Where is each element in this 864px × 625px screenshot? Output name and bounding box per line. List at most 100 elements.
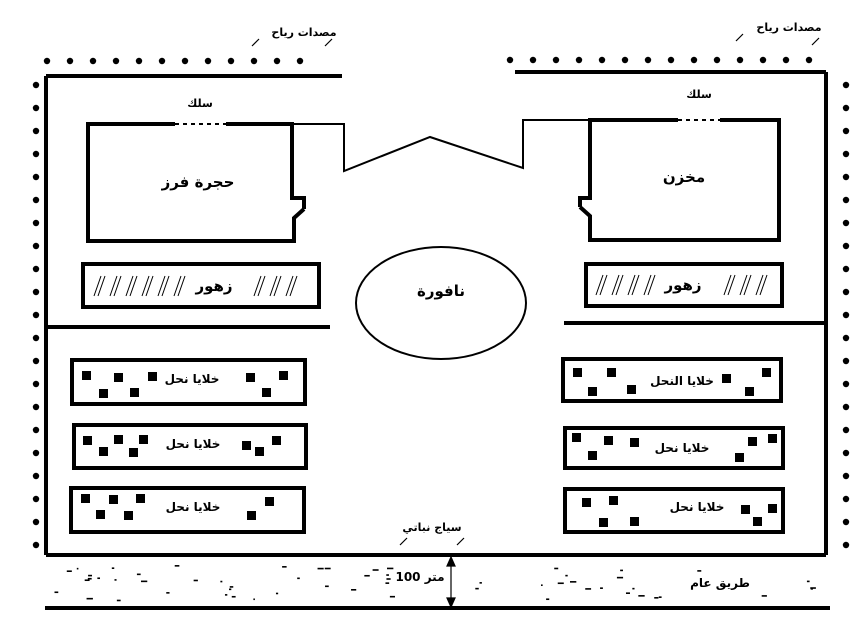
hatch-stroke xyxy=(631,274,640,296)
gravel-speck xyxy=(84,579,90,582)
tree-dot xyxy=(112,57,120,65)
hive-square xyxy=(242,441,251,450)
public-road-label: طريق عام xyxy=(690,576,750,591)
gravel-speck xyxy=(66,570,72,573)
tree-dot xyxy=(842,495,850,503)
hive-square xyxy=(129,448,138,457)
store-label: مخزن xyxy=(663,168,705,186)
hive-square xyxy=(627,385,636,394)
hive-square xyxy=(607,368,616,377)
gravel-speck xyxy=(87,577,92,580)
hatch-stroke xyxy=(257,275,266,297)
hatch-stroke xyxy=(253,275,262,297)
flower-bed-left: زهور xyxy=(81,262,321,309)
gravel-speck xyxy=(557,582,564,585)
windbreak-leaders xyxy=(251,33,820,47)
gravel-speck xyxy=(654,597,659,599)
gravel-speck xyxy=(174,565,180,567)
hive-square xyxy=(748,437,757,446)
hive-square xyxy=(609,496,618,505)
tree-dot xyxy=(842,426,850,434)
hive-r1-label: خلايا النحل xyxy=(650,374,714,388)
tree-dot xyxy=(842,357,850,365)
hive-square xyxy=(572,433,581,442)
flower-hatching-left xyxy=(93,275,298,297)
hive-square xyxy=(279,371,288,380)
tree-dot xyxy=(32,173,40,181)
hive-square xyxy=(130,388,139,397)
hive-square xyxy=(139,435,148,444)
enclosure-wall xyxy=(44,70,828,557)
beehive-beds xyxy=(69,357,785,534)
gravel-speck xyxy=(620,569,623,572)
gravel-speck xyxy=(76,567,79,570)
fountain-ellipse xyxy=(355,246,527,360)
tree-dot xyxy=(89,57,97,65)
hive-square xyxy=(735,453,744,462)
gravel-speck xyxy=(364,574,370,577)
gravel-speck xyxy=(810,587,816,589)
tree-dot xyxy=(842,380,850,388)
beehive-squares xyxy=(81,368,777,527)
gravel-speck xyxy=(114,579,117,581)
wire-left-label: سلك xyxy=(187,97,213,110)
hatch-stroke xyxy=(289,275,298,297)
tree-dot xyxy=(842,219,850,227)
tree-dot xyxy=(842,265,850,273)
tree-dot xyxy=(227,57,235,65)
gravel-speck xyxy=(625,592,630,594)
hatch-stroke xyxy=(269,275,278,297)
hive-l3-label: خلايا نحل xyxy=(166,500,221,514)
hive-square xyxy=(114,435,123,444)
hatch-stroke xyxy=(595,274,604,296)
tree-dot xyxy=(32,518,40,526)
fountain-label: نافورة xyxy=(417,282,465,300)
tree-dot xyxy=(32,495,40,503)
gravel-speck xyxy=(231,595,236,598)
hatch-stroke xyxy=(157,275,166,297)
tree-dot xyxy=(66,57,74,65)
gravel-speck xyxy=(638,595,645,597)
gravel-speck xyxy=(324,567,331,570)
tree-dot xyxy=(736,56,744,64)
hive-square xyxy=(246,373,255,382)
hive-square xyxy=(582,498,591,507)
tree-dot xyxy=(250,57,258,65)
tree-dot xyxy=(842,127,850,135)
hive-square xyxy=(741,505,750,514)
gravel-speck xyxy=(282,566,287,568)
gravel-speck xyxy=(136,573,141,576)
tree-dot xyxy=(32,104,40,112)
hive-square xyxy=(588,451,597,460)
hatch-stroke xyxy=(647,274,656,296)
tree-dot xyxy=(842,403,850,411)
tree-dot xyxy=(32,150,40,158)
tree-dot xyxy=(32,380,40,388)
hive-l2-label: خلايا نحل xyxy=(166,437,221,451)
gravel-speck xyxy=(253,598,255,601)
hatch-stroke xyxy=(611,274,620,296)
hatch-stroke xyxy=(285,275,294,297)
hive-bed-r1 xyxy=(561,357,783,403)
hatch-stroke xyxy=(755,274,764,296)
hatch-stroke xyxy=(643,274,652,296)
tree-dot xyxy=(32,403,40,411)
hatch-stroke xyxy=(129,275,138,297)
tree-dot xyxy=(598,56,606,64)
hatch-stroke xyxy=(109,275,118,297)
gravel-speck xyxy=(761,595,767,597)
gravel-speck xyxy=(372,569,379,571)
hive-square xyxy=(265,497,274,506)
tree-dot xyxy=(644,56,652,64)
hive-square xyxy=(96,510,105,519)
hive-bed-r2 xyxy=(563,426,785,470)
windbreak-left-label: مصدات رياح xyxy=(271,26,336,39)
hive-square xyxy=(83,436,92,445)
tree-dot xyxy=(506,56,514,64)
hive-square xyxy=(272,436,281,445)
distance-arrow xyxy=(446,555,456,609)
gravel-speck xyxy=(387,567,394,570)
hive-square xyxy=(148,372,157,381)
hive-bed-l2 xyxy=(72,423,308,470)
